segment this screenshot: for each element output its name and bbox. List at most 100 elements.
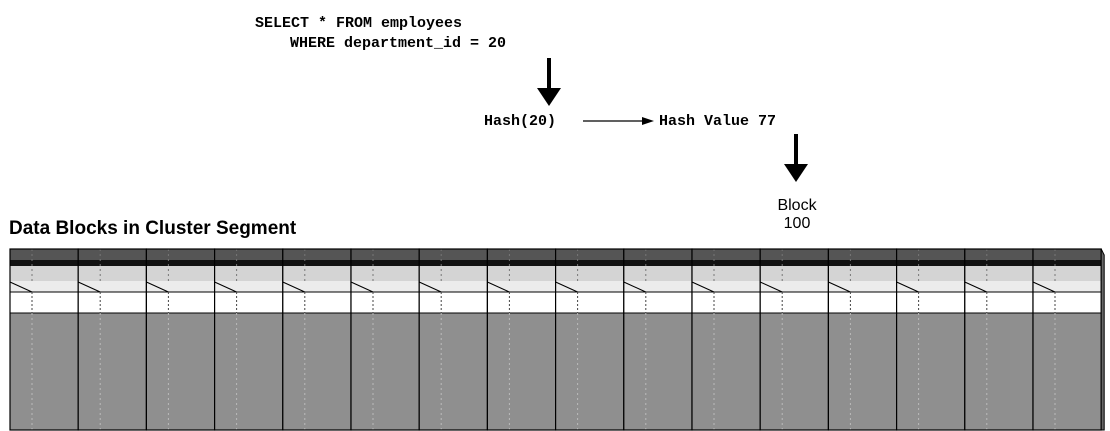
block-band	[282, 313, 351, 430]
block-label-line2: 100	[783, 215, 811, 232]
block-band	[487, 313, 556, 430]
hash-function-label: Hash(20)	[484, 113, 557, 130]
block-band	[351, 260, 420, 266]
block-band	[10, 281, 79, 292]
block-band	[214, 313, 283, 430]
block-band	[146, 260, 215, 266]
block-band	[623, 266, 692, 281]
query-arrow-shaft	[547, 58, 551, 90]
data-block	[964, 248, 1034, 431]
block-band	[896, 260, 965, 266]
block-band	[828, 249, 897, 260]
block-band	[214, 292, 283, 313]
block-band	[896, 292, 965, 313]
block-band	[896, 313, 965, 430]
block-band	[760, 281, 829, 292]
block-band	[828, 266, 897, 281]
block-band	[78, 313, 147, 430]
data-block	[554, 248, 625, 431]
block-band	[828, 313, 897, 430]
data-block	[759, 248, 830, 431]
block-band	[692, 313, 761, 430]
block-band	[419, 266, 488, 281]
right-arrow-icon	[642, 117, 654, 125]
block-band	[964, 281, 1033, 292]
block-band	[10, 292, 79, 313]
block-band	[623, 249, 692, 260]
block-label-line1: Block	[777, 197, 817, 214]
block-band	[828, 292, 897, 313]
block-band	[623, 260, 692, 266]
block-band	[555, 292, 624, 313]
block-band	[760, 313, 829, 430]
block-band	[1033, 249, 1102, 260]
block-band	[692, 260, 761, 266]
sql-line-1: SELECT * FROM employees	[255, 15, 463, 32]
block-band	[146, 313, 215, 430]
block-slant-line	[77, 281, 101, 293]
block-band	[623, 313, 692, 430]
block-band	[282, 281, 351, 292]
block-band	[623, 281, 692, 292]
segment-edge	[1100, 248, 1105, 431]
block-band	[419, 281, 488, 292]
block-band	[1033, 313, 1102, 430]
block-band	[282, 292, 351, 313]
block-band	[760, 292, 829, 313]
block-band	[487, 266, 556, 281]
block-band	[487, 260, 556, 266]
block-band	[692, 292, 761, 313]
block-band	[828, 281, 897, 292]
block-band	[351, 249, 420, 260]
block-band	[419, 260, 488, 266]
block-band	[964, 249, 1033, 260]
block-band	[692, 266, 761, 281]
block-band	[896, 266, 965, 281]
block-band	[760, 266, 829, 281]
data-block	[827, 248, 898, 431]
block-band	[10, 249, 79, 260]
data-block	[77, 248, 147, 431]
block-band	[555, 260, 624, 266]
data-block	[895, 248, 966, 431]
block-band	[282, 260, 351, 266]
block-band	[1033, 281, 1102, 292]
sql-line-2: WHERE department_id = 20	[290, 35, 507, 52]
block-band	[964, 313, 1033, 430]
block-band	[828, 260, 897, 266]
block-band	[555, 249, 624, 260]
block-band	[214, 249, 283, 260]
data-block	[691, 248, 761, 431]
block-slant-line	[146, 281, 169, 293]
block-band	[964, 292, 1033, 313]
block-slant-line	[623, 281, 647, 293]
block-band	[692, 281, 761, 292]
block-band	[282, 266, 351, 281]
block-band	[964, 266, 1033, 281]
block-band	[1033, 266, 1102, 281]
block-band	[78, 249, 147, 260]
data-block	[282, 248, 352, 431]
down-arrow-icon	[784, 164, 808, 182]
block-slant-line	[759, 281, 783, 293]
data-block	[623, 248, 693, 431]
block-band	[964, 260, 1033, 266]
block-slant-line	[555, 281, 578, 293]
segment-title: Data Blocks in Cluster Segment	[9, 218, 297, 239]
block-band	[419, 249, 488, 260]
block-label: Block 100	[765, 197, 829, 233]
block-slant-line	[828, 281, 851, 293]
block-slant-line	[691, 281, 715, 293]
data-block	[9, 248, 79, 431]
data-block	[418, 248, 489, 431]
block-band	[419, 313, 488, 430]
block-band	[351, 281, 420, 292]
block-band	[1033, 260, 1102, 266]
block-band	[282, 249, 351, 260]
data-block	[1032, 248, 1102, 431]
block-slant-line	[487, 281, 510, 293]
down-arrow-icon	[537, 88, 561, 106]
block-band	[896, 281, 965, 292]
block-band	[146, 292, 215, 313]
